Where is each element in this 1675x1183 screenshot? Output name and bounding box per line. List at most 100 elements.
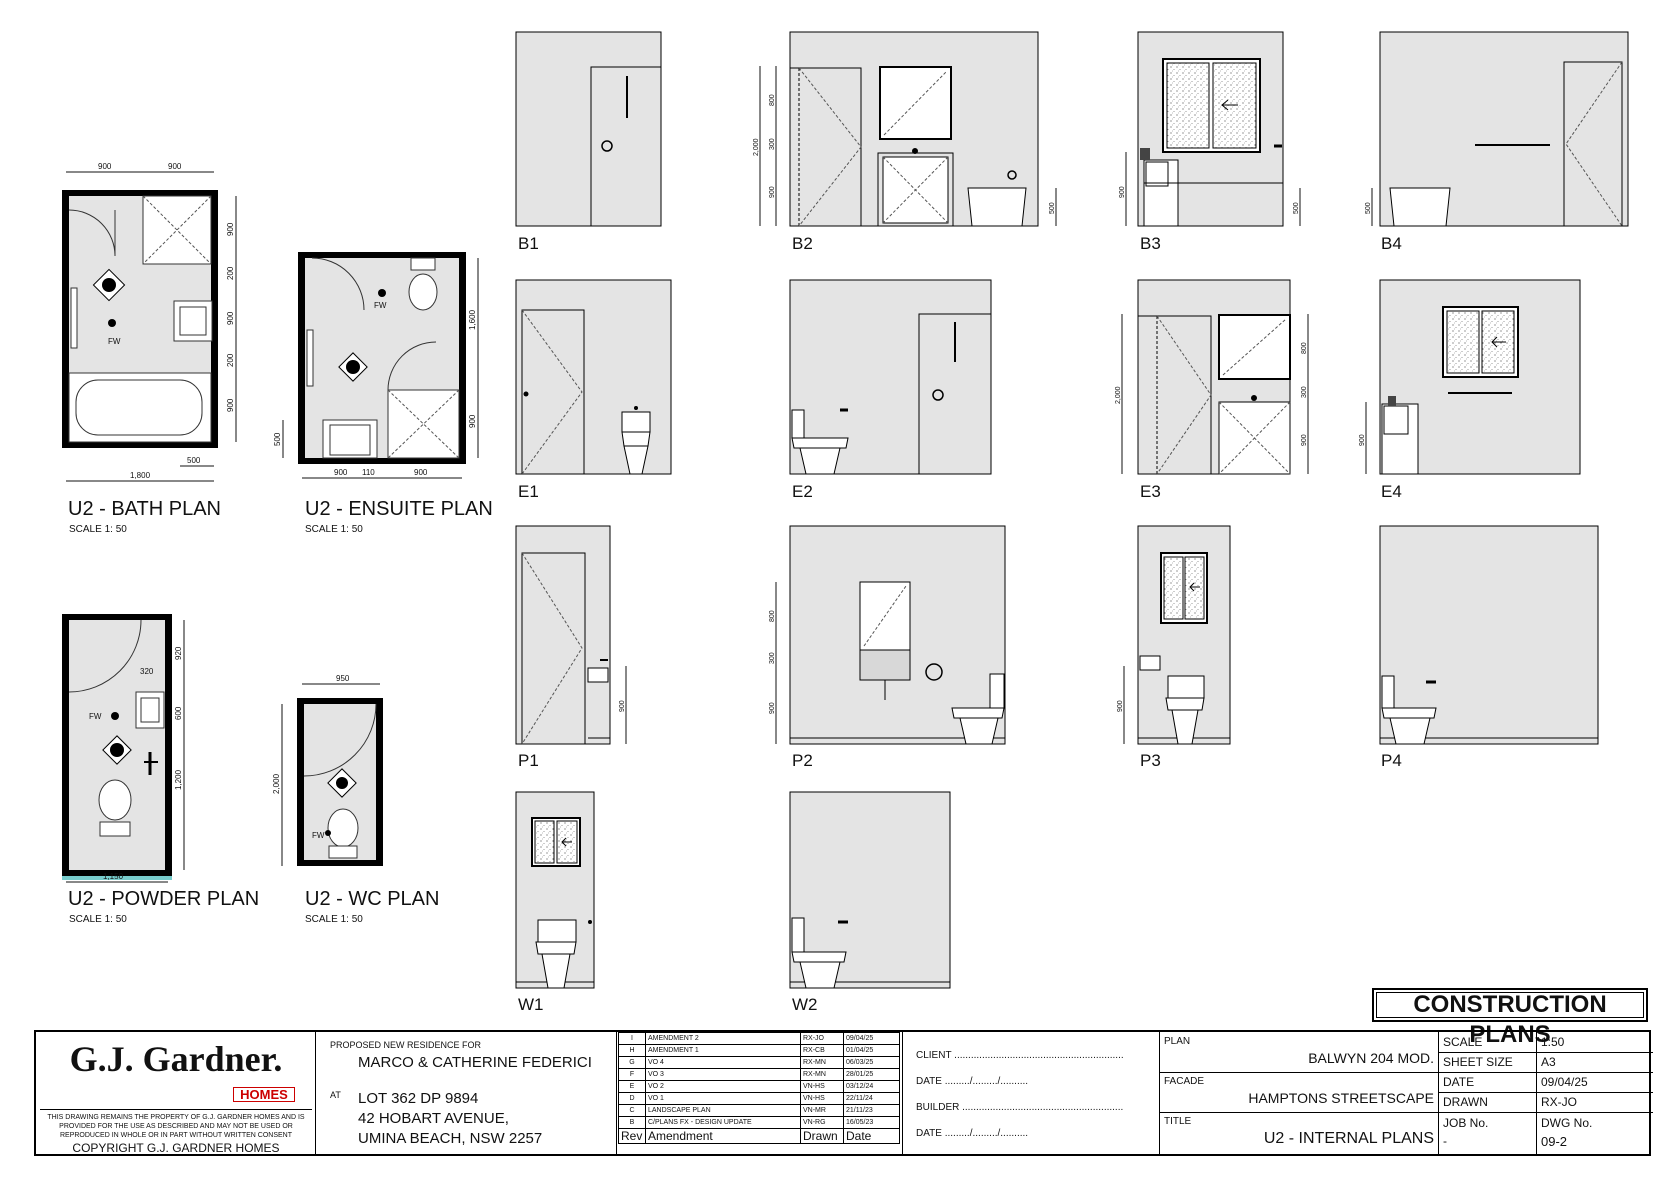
elevation-label-b2: B2 (792, 234, 813, 253)
elevation-p1 (515, 525, 611, 745)
e4-dim-900: 900 (1359, 434, 1366, 446)
p2-dim-800: 800 (769, 610, 776, 622)
elevation-label-p1: P1 (518, 751, 539, 770)
ensuite-dim-4: 1,600 (468, 309, 477, 330)
facade-label: FACADE (1164, 1076, 1205, 1087)
elevation-label-p2: P2 (792, 751, 813, 770)
title-label: TITLE (1164, 1116, 1192, 1127)
bath-fw-label: FW (108, 337, 121, 346)
ensuite-fw-label: FW (374, 301, 387, 310)
elevation-p3 (1137, 525, 1231, 745)
b2-dim-500: 500 (1049, 202, 1056, 214)
b2-dim-300: 300 (769, 138, 776, 150)
elevation-label-e4: E4 (1381, 482, 1402, 501)
bath-plan-title: U2 - BATH PLAN (68, 498, 221, 520)
bath-dim-top2: 900 (168, 162, 182, 171)
address-line-3: UMINA BEACH, NSW 2257 (358, 1130, 543, 1147)
builder-date-line: DATE ........./........./.......... (916, 1128, 1029, 1139)
ensuite-dim-1: 900 (334, 468, 348, 477)
bath-plan-scale: SCALE 1: 50 (69, 524, 127, 535)
e3-dim-800: 800 (1301, 342, 1308, 354)
title-value: U2 - INTERNAL PLANS (1263, 1130, 1434, 1147)
bath-dim-500: 500 (187, 456, 201, 465)
powder-fw-label: FW (89, 712, 102, 721)
elevation-e3 (1137, 279, 1291, 475)
powder-plan (62, 614, 172, 880)
client-name: MARCO & CATHERINE FEDERICI (358, 1054, 592, 1071)
address-line-1: LOT 362 DP 9894 (358, 1090, 479, 1107)
p1-dim-900: 900 (619, 700, 626, 712)
proposed-label: PROPOSED NEW RESIDENCE FOR (330, 1040, 482, 1050)
homes-badge: HOMES (233, 1087, 295, 1102)
address-line-2: 42 HOBART AVENUE, (358, 1110, 509, 1127)
elevation-b2 (789, 31, 1039, 227)
b4-dim-500: 500 (1365, 202, 1372, 214)
client-signature-line: CLIENT .................................… (916, 1050, 1124, 1061)
e3-dim-900: 900 (1301, 434, 1308, 446)
wc-fw-label: FW (312, 831, 325, 840)
elevation-label-p3: P3 (1140, 751, 1161, 770)
facade-value: HAMPTONS STREETSCAPE (1248, 1090, 1434, 1106)
title-block: G.J. Gardner. HOMES THIS DRAWING REMAINS… (34, 1030, 1653, 1156)
elevation-b1 (515, 31, 662, 227)
elevation-label-b4: B4 (1381, 234, 1402, 253)
b2-dim-800: 800 (769, 94, 776, 106)
date-label: DATE (1443, 1075, 1475, 1089)
bath-dim-r2: 200 (226, 266, 235, 280)
disclaimer-text: THIS DRAWING REMAINS THE PROPERTY OF G.J… (47, 1114, 305, 1139)
powder-dim-320: 320 (140, 667, 154, 676)
client-date-line: DATE ........./........./.......... (916, 1076, 1029, 1087)
drawn-value: RX-JO (1541, 1095, 1577, 1109)
e3-dim-300: 300 (1301, 386, 1308, 398)
elevation-p2 (789, 525, 1006, 745)
elevation-label-e1: E1 (518, 482, 539, 501)
powder-dim-920: 920 (174, 646, 183, 660)
elevation-label-b1: B1 (518, 234, 539, 253)
bath-plan (62, 190, 218, 448)
powder-dim-1200: 1,200 (174, 769, 183, 790)
drawn-label: DRAWN (1443, 1095, 1488, 1109)
b3-dim-900: 900 (1119, 186, 1126, 198)
ensuite-dim-5: 900 (468, 414, 477, 428)
powder-plan-title: U2 - POWDER PLAN (68, 888, 260, 910)
wc-dim-2000: 2,000 (272, 773, 281, 794)
job-no-label: JOB No. (1443, 1116, 1489, 1130)
elevation-b3 (1137, 31, 1284, 227)
elevation-p4 (1379, 525, 1599, 745)
sheet-size-value: A3 (1541, 1055, 1556, 1069)
elevation-label-w1: W1 (518, 995, 544, 1014)
ensuite-plan-scale: SCALE 1: 50 (305, 524, 363, 535)
elevation-label-b3: B3 (1140, 234, 1161, 253)
plan-value: BALWYN 204 MOD. (1308, 1050, 1434, 1066)
e3-dim-2000: 2,000 (1115, 386, 1122, 404)
bath-dim-top1: 900 (98, 162, 112, 171)
powder-dim-600: 600 (174, 706, 183, 720)
wc-plan-scale: SCALE 1: 50 (305, 914, 363, 925)
b3-dim-500: 500 (1293, 202, 1300, 214)
elevation-e2 (789, 279, 992, 475)
date-value: 09/04/25 (1541, 1075, 1588, 1089)
ensuite-dim-2: 110 (362, 468, 375, 477)
b2-dim-900: 900 (769, 186, 776, 198)
ensuite-dim-3: 900 (414, 468, 428, 477)
elevation-e1 (515, 279, 672, 475)
b2-dim-2000: 2,000 (753, 138, 760, 156)
bath-dim-r1: 900 (226, 222, 235, 236)
p2-dim-900: 900 (769, 702, 776, 714)
elevation-label-e2: E2 (792, 482, 813, 501)
job-no-value: - (1443, 1134, 1447, 1148)
elevation-label-w2: W2 (792, 995, 818, 1014)
elevation-e4 (1379, 279, 1581, 475)
copyright-text: COPYRIGHT G.J. GARDNER HOMES (72, 1141, 280, 1155)
wc-plan (297, 698, 383, 866)
bath-dim-r4: 200 (226, 353, 235, 367)
elevation-b4 (1379, 31, 1629, 227)
